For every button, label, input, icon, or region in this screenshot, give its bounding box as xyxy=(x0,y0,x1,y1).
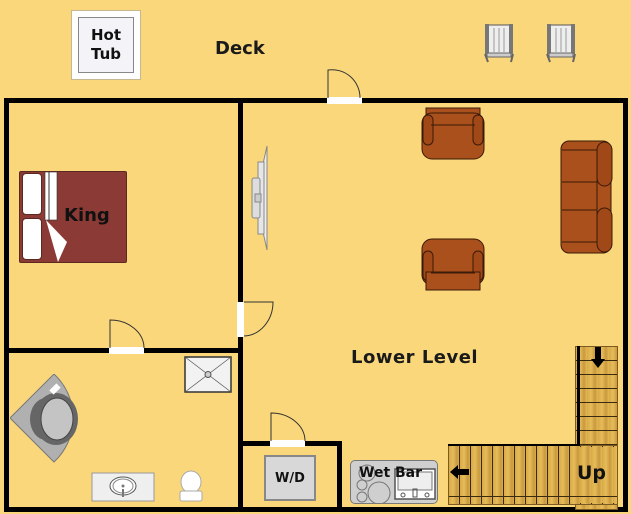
stairs-rail xyxy=(448,444,580,446)
pillow xyxy=(22,173,42,215)
hot-tub: Hot Tub xyxy=(71,10,141,80)
door-bedroom[interactable] xyxy=(237,302,244,337)
pillow xyxy=(22,218,42,260)
stairs-up-label: Up xyxy=(577,462,607,484)
stairs-arrow-icon xyxy=(450,465,469,479)
stairs-edge xyxy=(449,496,617,497)
toilet-icon xyxy=(179,470,203,502)
hot-tub-label-line2: Tub xyxy=(91,45,121,63)
wall-top xyxy=(4,98,628,103)
door-bathroom[interactable] xyxy=(109,347,144,354)
armchair-icon xyxy=(421,107,485,160)
bed-icon: King xyxy=(19,171,127,263)
sink-icon xyxy=(91,472,155,502)
stairs-arrow-icon xyxy=(591,347,605,368)
wall-right xyxy=(623,98,628,512)
shower-icon xyxy=(184,356,232,393)
door-swing-icon xyxy=(109,319,145,349)
tv-icon xyxy=(251,145,268,251)
corner-tub-icon xyxy=(10,374,78,463)
wet-bar-label: Wet Bar xyxy=(359,465,423,481)
stove-icon xyxy=(356,464,436,503)
door-laundry[interactable] xyxy=(270,440,305,447)
hot-tub-label-line1: Hot xyxy=(90,26,122,44)
wall-bottom xyxy=(4,507,628,512)
washer-dryer-label: W/D xyxy=(275,470,305,486)
bed-label: King xyxy=(64,205,110,226)
sofa-icon xyxy=(560,140,613,254)
rocking-chair-icon xyxy=(546,24,576,63)
armchair-icon xyxy=(421,238,485,291)
wall-left xyxy=(4,98,9,512)
door-swing-icon xyxy=(243,301,274,337)
stairs-landing xyxy=(580,447,617,503)
sheet-fold-icon xyxy=(44,172,67,262)
stairs-rail xyxy=(577,346,580,446)
door-swing-icon xyxy=(270,412,306,442)
washer-dryer: W/D xyxy=(264,455,316,501)
wall-laundry-right xyxy=(337,441,342,511)
deck-label: Deck xyxy=(215,38,265,59)
door-deck[interactable] xyxy=(327,97,362,104)
door-swing-icon xyxy=(327,69,361,99)
wet-bar: Wet Bar xyxy=(350,460,438,504)
lower-level-label: Lower Level xyxy=(351,347,479,368)
rocking-chair-icon xyxy=(484,24,514,63)
